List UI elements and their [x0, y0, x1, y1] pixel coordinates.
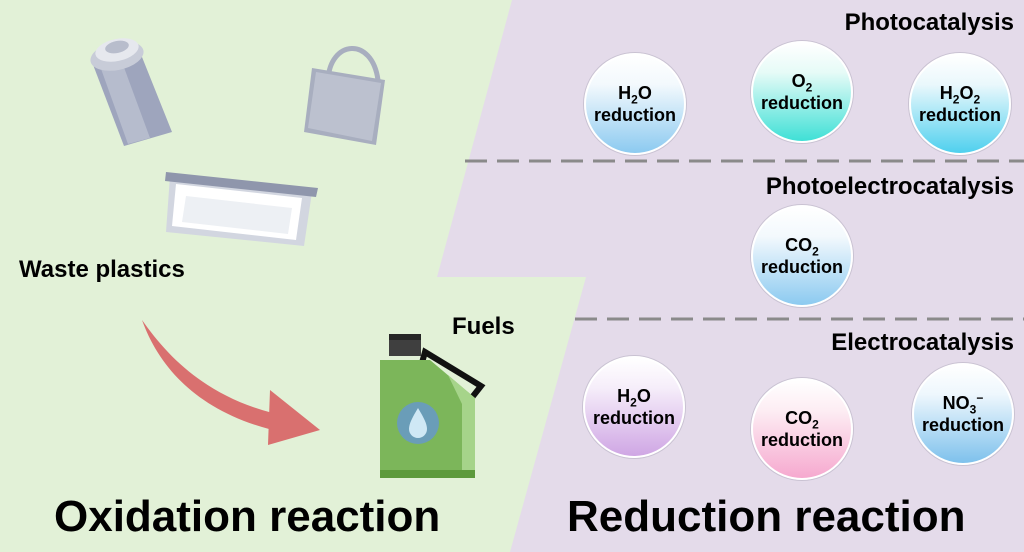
- formula-label: O2: [791, 71, 813, 95]
- fuel-can-icon: [380, 334, 486, 478]
- reduction-label: reduction: [760, 430, 843, 450]
- formula-label: H2O: [617, 386, 651, 410]
- no3-reduction-electrocatalysis-circle: NO3− reduction: [912, 363, 1014, 465]
- reduction-label: reduction: [918, 105, 1001, 125]
- reduction-label: reduction: [760, 93, 843, 113]
- fuels-label: Fuels: [452, 313, 515, 340]
- h2o-reduction-photocatalysis-circle: H2O reduction: [584, 53, 686, 155]
- formula-label: CO2: [785, 235, 819, 259]
- co2-reduction-electrocatalysis-circle: CO2 reduction: [751, 378, 853, 480]
- photoelectrocatalysis-title: Photoelectrocatalysis: [765, 173, 1014, 200]
- h2o2-reduction-photocatalysis-circle: H2O2 reduction: [909, 53, 1011, 155]
- h2o-reduction-electrocatalysis-circle: H2O reduction: [583, 356, 685, 458]
- reduction-label: reduction: [593, 105, 676, 125]
- reduction-label: reduction: [921, 415, 1004, 435]
- container-icon: [165, 172, 318, 246]
- reduction-label: reduction: [592, 408, 675, 428]
- formula-label: H2O2: [939, 83, 981, 107]
- reduction-reaction-label: Reduction reaction: [567, 492, 966, 541]
- electrocatalysis-title: Electrocatalysis: [831, 329, 1014, 356]
- arrow-icon: [142, 320, 320, 445]
- formula-label: CO2: [785, 408, 819, 432]
- formula-label: NO3−: [942, 391, 984, 417]
- photocatalysis-title: Photocatalysis: [844, 9, 1014, 36]
- bag-icon: [304, 46, 385, 145]
- reduction-label: reduction: [760, 257, 843, 277]
- waste-plastics-label: Waste plastics: [19, 256, 185, 283]
- oxidation-reaction-label: Oxidation reaction: [54, 492, 441, 541]
- formula-label: H2O: [618, 83, 652, 107]
- o2-reduction-photocatalysis-circle: O2 reduction: [751, 41, 853, 143]
- co2-reduction-photoelectrocatalysis-circle: CO2 reduction: [751, 205, 853, 307]
- bottle-icon: [90, 38, 172, 146]
